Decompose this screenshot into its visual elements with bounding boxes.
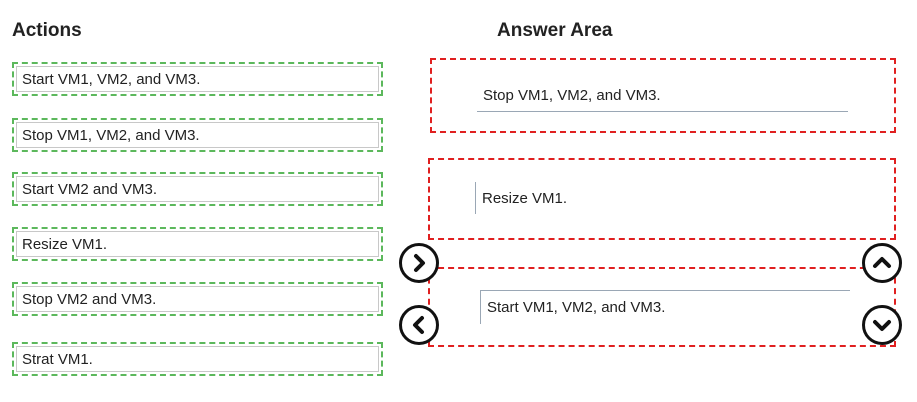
action-item-stop-vm2-vm3[interactable]: Stop VM2 and VM3. <box>12 282 383 316</box>
action-item-label: Resize VM1. <box>16 231 379 257</box>
move-left-button[interactable] <box>399 305 439 345</box>
action-item-label: Start VM2 and VM3. <box>16 176 379 202</box>
move-up-button[interactable] <box>862 243 902 283</box>
chevron-up-icon <box>873 257 891 268</box>
answer-item-resize-vm1[interactable]: Resize VM1. <box>475 182 846 214</box>
answer-drop-zone-2[interactable] <box>428 158 896 240</box>
action-item-start-all[interactable]: Start VM1, VM2, and VM3. <box>12 62 383 96</box>
answer-drop-zone-1[interactable] <box>430 58 896 133</box>
chevron-right-icon <box>414 254 425 272</box>
answer-item-start-all[interactable]: Start VM1, VM2, and VM3. <box>480 290 850 324</box>
action-item-label: Strat VM1. <box>16 346 379 372</box>
action-item-label: Stop VM2 and VM3. <box>16 286 379 312</box>
action-item-start-vm2-vm3[interactable]: Start VM2 and VM3. <box>12 172 383 206</box>
action-item-strat-vm1[interactable]: Strat VM1. <box>12 342 383 376</box>
action-item-label: Start VM1, VM2, and VM3. <box>16 66 379 92</box>
answer-item-stop-all[interactable]: Stop VM1, VM2, and VM3. <box>477 80 848 112</box>
action-item-stop-all[interactable]: Stop VM1, VM2, and VM3. <box>12 118 383 152</box>
move-right-button[interactable] <box>399 243 439 283</box>
actions-heading: Actions <box>12 20 82 41</box>
chevron-left-icon <box>413 316 424 334</box>
move-down-button[interactable] <box>862 305 902 345</box>
action-item-label: Stop VM1, VM2, and VM3. <box>16 122 379 148</box>
chevron-down-icon <box>873 320 891 331</box>
action-item-resize-vm1[interactable]: Resize VM1. <box>12 227 383 261</box>
answer-area-heading: Answer Area <box>497 20 613 41</box>
